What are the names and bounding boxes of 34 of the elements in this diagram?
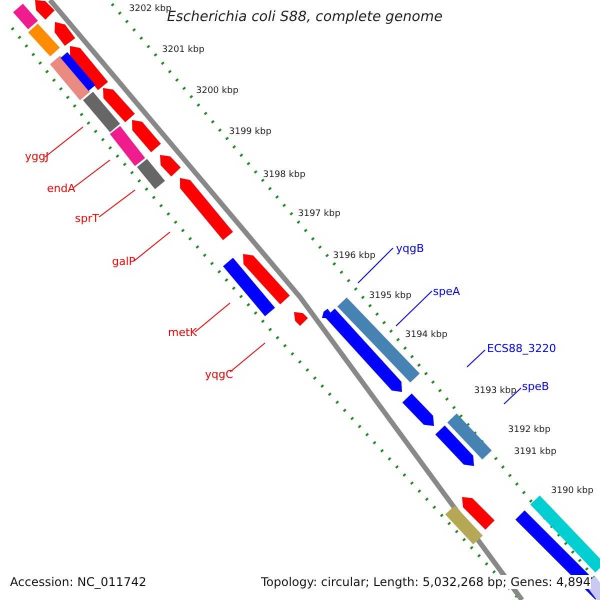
leader-line bbox=[504, 388, 522, 404]
leader-line bbox=[230, 342, 266, 372]
leader-line bbox=[98, 190, 136, 218]
position-label: 3196 kbp bbox=[333, 251, 376, 261]
position-label: 3194 kbp bbox=[405, 330, 448, 340]
position-label: 3191 kbp bbox=[514, 447, 556, 457]
gene-label: galP bbox=[112, 255, 136, 268]
leader-line bbox=[358, 248, 394, 284]
gene-label: yggJ bbox=[25, 150, 49, 163]
gene-label: speA bbox=[433, 285, 460, 298]
position-label: 3200 kbp bbox=[196, 86, 238, 96]
position-label: 3192 kbp bbox=[508, 425, 550, 435]
gene-label: ECS88_3220 bbox=[487, 342, 556, 355]
position-label: 3201 kbp bbox=[162, 45, 204, 55]
leader-line bbox=[134, 232, 170, 262]
gene-label: yqgC bbox=[205, 368, 234, 381]
gene-label: endA bbox=[47, 182, 76, 195]
leader-line bbox=[72, 160, 110, 188]
accession-text: Accession: NC_011742 bbox=[10, 575, 146, 589]
leader-line bbox=[194, 302, 230, 332]
gene-label: speB bbox=[522, 380, 550, 393]
leader-line bbox=[466, 350, 486, 368]
position-label: 3190 kbp bbox=[551, 486, 594, 496]
position-label: 3193 kbp bbox=[474, 386, 516, 396]
position-label: 3197 kbp bbox=[298, 209, 340, 219]
genome-info-text: Topology: circular; Length: 5,032,268 bp; Genes: 4,894 bbox=[261, 575, 591, 589]
leader-line bbox=[44, 126, 84, 158]
leader-line bbox=[396, 290, 432, 326]
gene-label: yqgB bbox=[396, 242, 424, 255]
position-label: 3198 kbp bbox=[263, 170, 306, 180]
position-label: 3195 kbp bbox=[369, 291, 412, 301]
gene-label: metK bbox=[168, 326, 198, 339]
position-label: 3199 kbp bbox=[229, 127, 272, 137]
gene-label: sprT bbox=[75, 212, 99, 225]
